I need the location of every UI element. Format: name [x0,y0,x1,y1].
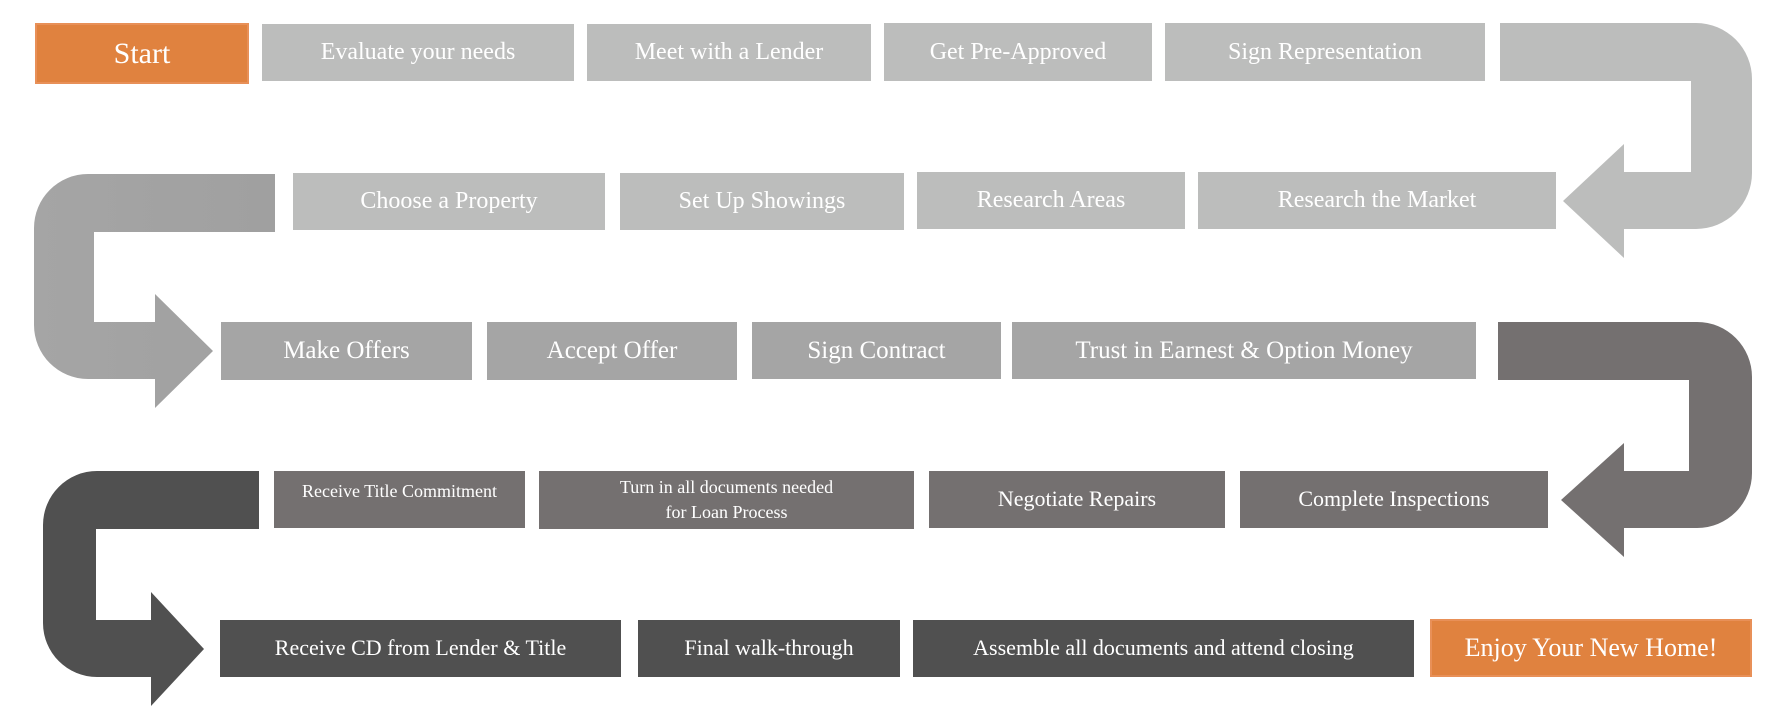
step-accept-offer: Accept Offer [487,322,737,380]
u-turn-arrow-2 [34,174,275,408]
step-enjoy-new-home: Enjoy Your New Home! [1430,619,1752,677]
step-evaluate-needs: Evaluate your needs [262,24,574,81]
step-assemble-documents-closing: Assemble all documents and attend closin… [913,620,1414,677]
step-final-walk-through: Final walk-through [638,620,900,677]
u-turn-arrow-1 [1500,23,1752,258]
step-sign-representation: Sign Representation [1165,23,1485,81]
step-start: Start [35,23,249,84]
step-receive-title-commitment: Receive Title Commitment [274,471,525,528]
u-turn-arrow-3 [1498,322,1752,557]
step-get-pre-approved: Get Pre-Approved [884,23,1152,81]
step-research-market: Research the Market [1198,172,1556,229]
step-meet-lender: Meet with a Lender [587,24,871,81]
step-turn-in-loan-documents: Turn in all documents needed for Loan Pr… [539,471,914,529]
step-trust-earnest-option-money: Trust in Earnest & Option Money [1012,322,1476,379]
step-sign-contract: Sign Contract [752,322,1001,379]
step-make-offers: Make Offers [221,322,472,380]
step-complete-inspections: Complete Inspections [1240,471,1548,528]
step-research-areas: Research Areas [917,172,1185,229]
u-turn-arrow-4 [43,471,259,706]
step-set-up-showings: Set Up Showings [620,173,904,230]
step-receive-cd: Receive CD from Lender & Title [220,620,621,677]
step-choose-property: Choose a Property [293,173,605,230]
step-negotiate-repairs: Negotiate Repairs [929,471,1225,528]
